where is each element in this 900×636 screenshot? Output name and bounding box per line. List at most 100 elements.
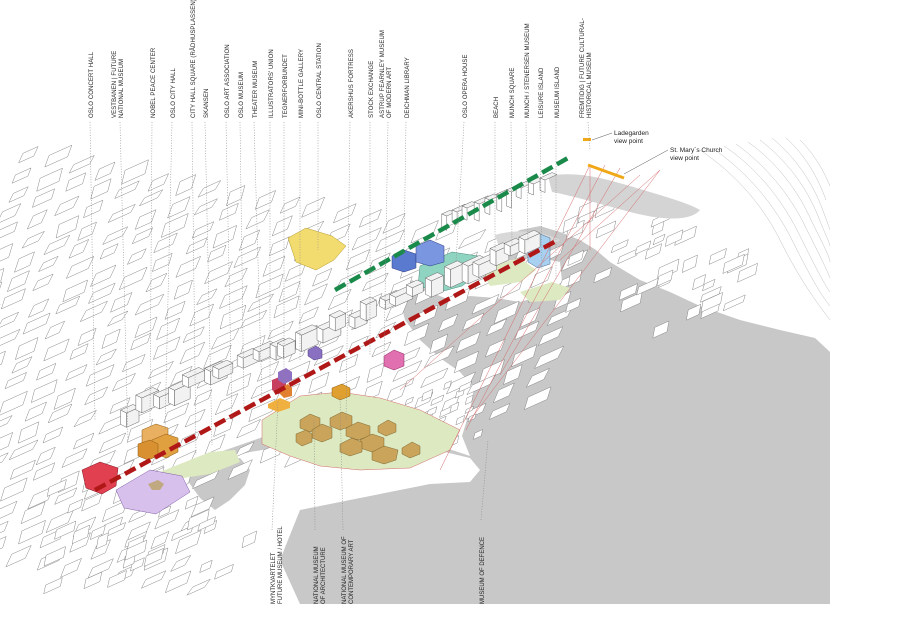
label-illustrators-union: ILLUSTRATORS' UNION <box>269 49 275 118</box>
city-block <box>36 362 57 381</box>
city-block <box>69 343 89 360</box>
city-block <box>138 189 164 207</box>
city-block <box>455 415 466 426</box>
route-buildings <box>119 172 558 428</box>
city-block <box>167 196 191 219</box>
city-block <box>182 326 205 344</box>
city-block <box>567 269 583 287</box>
leader-lines <box>89 121 591 531</box>
city-block <box>14 251 35 273</box>
leader-theater-museum <box>253 121 263 401</box>
city-block <box>0 311 20 328</box>
city-block <box>107 570 127 588</box>
city-block <box>652 233 666 246</box>
city-block <box>186 578 211 596</box>
building-wall <box>218 362 234 380</box>
green-culture-route <box>333 156 570 292</box>
city-block <box>0 520 9 534</box>
city-block <box>170 554 192 573</box>
label-astrup-fearnley-line2: OF MODERN ART <box>387 67 393 118</box>
city-block <box>8 439 39 461</box>
label-oslo-opera-house: OSLO OPERA HOUSE <box>463 54 469 118</box>
city-block <box>118 266 148 291</box>
city-block <box>238 229 261 251</box>
city-block <box>73 432 95 450</box>
red-culture-route <box>93 238 560 492</box>
label-oslo-central-station: OSLO CENTRAL STATION <box>317 43 323 118</box>
city-block <box>0 432 14 451</box>
city-block <box>385 382 407 404</box>
deichman-library <box>391 239 445 273</box>
building-wall <box>359 301 367 322</box>
city-block <box>565 297 582 313</box>
city-block <box>61 448 88 468</box>
label-national-museum-contemporary-line2: CONTEMPORARY ART <box>349 539 355 604</box>
city-block <box>224 267 248 288</box>
label-tegnerforbundet: TEGNERFORBUNDET <box>283 54 289 118</box>
city-block <box>0 221 18 239</box>
theater-museum <box>268 398 290 412</box>
city-block <box>212 224 238 249</box>
city-block <box>562 214 579 234</box>
viewpoint-ladegarden-line2: view point <box>614 138 643 145</box>
city-block <box>81 492 103 512</box>
city-block <box>77 327 97 347</box>
label-myntkvartelet-line1: MYNTKVARTELET <box>271 552 277 604</box>
city-block <box>420 367 449 389</box>
city-block <box>203 344 232 370</box>
city-block <box>140 570 167 589</box>
building-wall <box>472 261 480 279</box>
label-akershus-fortress: AKERSHUS FORTRESS <box>349 49 355 118</box>
label-skansen: SKANSEN <box>204 89 210 118</box>
city-block <box>700 292 723 313</box>
city-block <box>471 293 500 315</box>
leader-museum-of-defence <box>480 439 489 521</box>
central-station <box>287 227 347 271</box>
city-block <box>175 174 197 197</box>
city-block <box>392 360 423 382</box>
label-beach: BEACH <box>494 97 500 118</box>
city-block <box>0 243 14 262</box>
city-block <box>73 409 98 428</box>
city-block <box>8 186 29 203</box>
label-city-hall-square: CITY HALL SQUARE (RÅDHUSPLASSEN) <box>190 0 197 118</box>
city-block <box>664 229 684 247</box>
leader-deichman-library <box>403 121 407 256</box>
city-block <box>43 577 63 595</box>
city-block <box>191 221 215 239</box>
city-block <box>190 496 215 518</box>
city-block <box>595 220 617 239</box>
city-block <box>692 274 706 291</box>
leader-national-museum-contemporary <box>339 394 344 531</box>
city-block <box>308 371 330 394</box>
city-block <box>77 221 97 241</box>
city-block <box>214 393 239 416</box>
building-wall <box>444 266 451 288</box>
city-block <box>430 394 445 406</box>
city-block <box>94 161 116 181</box>
city-block <box>404 322 430 347</box>
city-block <box>636 277 659 296</box>
city-block <box>565 219 585 240</box>
city-block <box>67 498 83 514</box>
city-block <box>255 273 284 299</box>
city-block <box>443 380 452 390</box>
city-block <box>644 243 662 260</box>
city-block <box>102 226 129 246</box>
city-block <box>124 539 148 561</box>
city-block <box>226 372 252 397</box>
label-astrup-fearnley-line1: ASTRUP FEARNLEY MUSEUM <box>380 30 386 118</box>
city-block <box>514 320 540 341</box>
city-block <box>455 331 481 353</box>
city-block <box>0 500 18 519</box>
building-wall <box>425 277 432 298</box>
city-block <box>256 360 280 382</box>
city-block <box>351 227 382 251</box>
city-block <box>0 203 22 223</box>
city-block <box>339 353 359 373</box>
city-block <box>333 203 357 224</box>
leader-akershus-fortress <box>345 121 351 421</box>
city-block <box>429 333 449 355</box>
city-block <box>32 273 54 292</box>
